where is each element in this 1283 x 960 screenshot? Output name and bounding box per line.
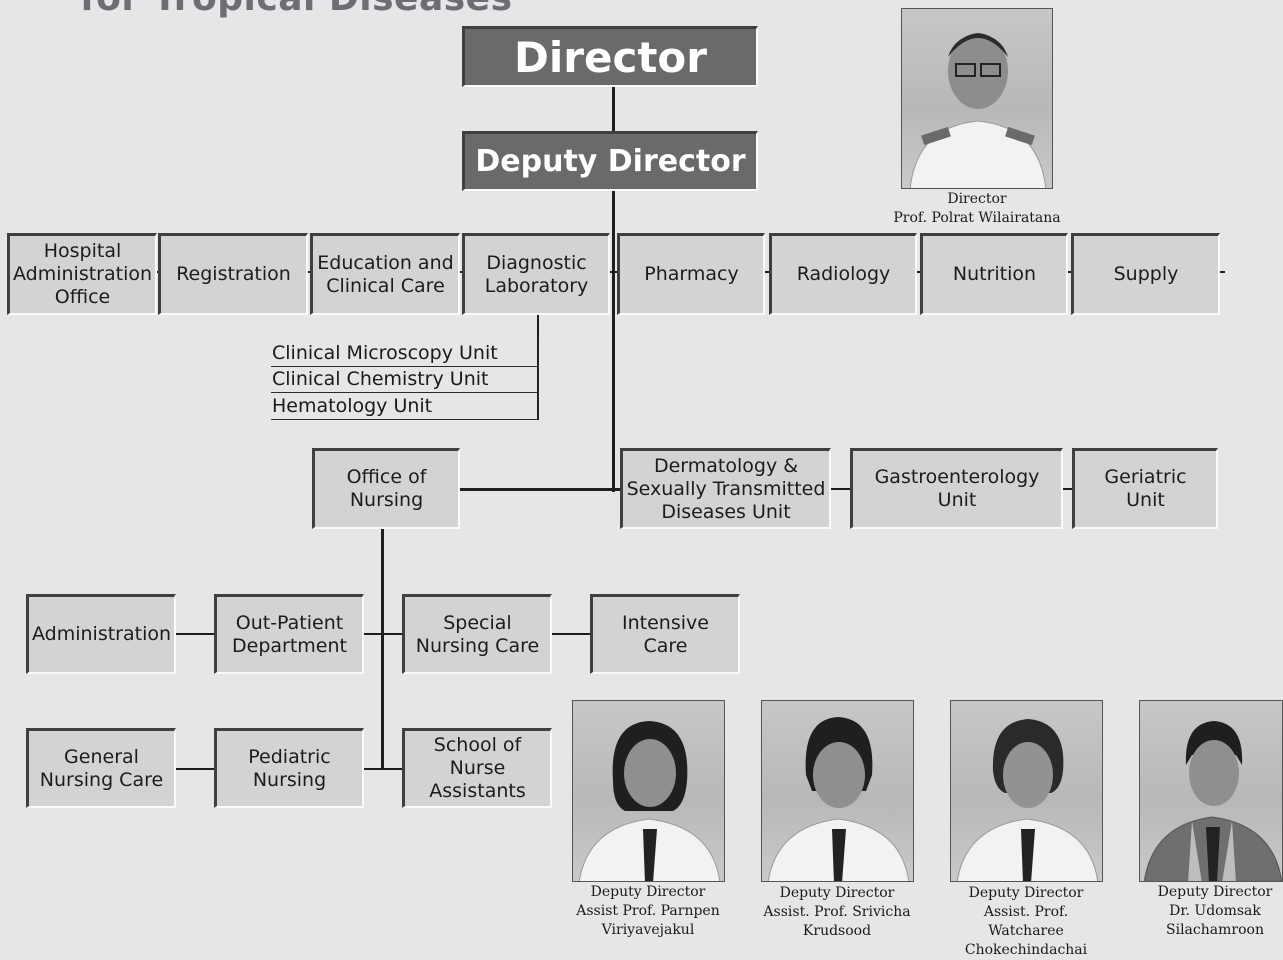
connector-nursing-trunk xyxy=(460,488,622,491)
director-label: Director xyxy=(514,32,707,82)
office-of-nursing-box: Office of Nursing xyxy=(312,448,460,529)
connector-director-deputy xyxy=(612,86,615,132)
deputy-photo-3 xyxy=(950,700,1103,882)
connector-row2-b xyxy=(364,768,404,770)
lab-unit-chemistry: Clinical Chemistry Unit xyxy=(271,367,539,393)
page-title: for Tropical Diseases xyxy=(80,0,513,19)
deputy-caption-2: Deputy Director Assist. Prof. Srivicha K… xyxy=(763,885,911,939)
connector-nursing-vertical xyxy=(381,528,384,770)
dept-label: Nutrition xyxy=(952,263,1037,285)
connector-row1-b xyxy=(364,633,404,635)
dept-supply: Supply xyxy=(1071,233,1220,315)
nursing-label: General Nursing Care xyxy=(39,745,164,791)
dept-education-clinical-care: Education and Clinical Care xyxy=(310,233,460,315)
deputy-caption-4: Deputy Director Dr. Udomsak Silachamroon xyxy=(1157,884,1273,938)
dept-label: Hospital Administration Office xyxy=(12,240,153,308)
dept-hospital-administration: Hospital Administration Office xyxy=(7,233,157,315)
dept-label: Education and Clinical Care xyxy=(317,251,454,297)
connector-row1-a xyxy=(176,633,216,635)
nursing-label: Out-Patient Department xyxy=(232,611,347,657)
dept-label: Supply xyxy=(1113,263,1179,285)
nursing-label: Pediatric Nursing xyxy=(248,745,331,791)
dept-pharmacy: Pharmacy xyxy=(617,233,765,315)
connector-row2-a xyxy=(176,768,216,770)
unit-label: Gastroenterology Unit xyxy=(874,466,1040,511)
person-silhouette-icon xyxy=(767,717,910,881)
connector-clinical-2 xyxy=(1062,488,1074,490)
director-photo xyxy=(901,8,1053,189)
deputy-caption-1: Deputy Director Assist Prof. Parnpen Vir… xyxy=(576,884,720,938)
nursing-general-care: General Nursing Care xyxy=(26,728,176,808)
nursing-out-patient: Out-Patient Department xyxy=(214,594,364,674)
deputy-director-label: Deputy Director xyxy=(475,144,746,179)
deputy-photo-4 xyxy=(1139,700,1283,882)
nursing-special-care: Special Nursing Care xyxy=(402,594,552,674)
person-silhouette-icon xyxy=(1143,721,1282,881)
director-box: Director xyxy=(462,26,758,87)
dept-label: Registration xyxy=(176,263,291,285)
person-silhouette-icon xyxy=(909,33,1047,188)
nursing-intensive-care: Intensive Care xyxy=(590,594,740,674)
person-silhouette-icon xyxy=(956,719,1099,881)
unit-label: Dermatology & Sexually Transmitted Disea… xyxy=(626,454,826,523)
office-of-nursing-label: Office of Nursing xyxy=(346,466,427,511)
dept-nutrition: Nutrition xyxy=(920,233,1068,315)
dept-label: Pharmacy xyxy=(644,263,739,285)
deputy-caption-3: Deputy Director Assist. Prof. Watcharee … xyxy=(964,885,1088,958)
connector-clinical-1 xyxy=(830,488,852,490)
dept-label: Diagnostic Laboratory xyxy=(484,251,589,297)
unit-label: Geriatric Unit xyxy=(1104,466,1187,511)
director-caption: Director Prof. Polrat Wilairatana xyxy=(893,191,1061,226)
deputy-photo-2 xyxy=(761,700,914,882)
lab-unit-hematology: Hematology Unit xyxy=(271,394,539,420)
nursing-school-assistants: School of Nurse Assistants xyxy=(402,728,552,808)
dept-label: Radiology xyxy=(796,263,891,285)
nursing-label: Special Nursing Care xyxy=(415,611,540,657)
deputy-photo-1 xyxy=(572,700,725,882)
dept-diagnostic-laboratory: Diagnostic Laboratory xyxy=(462,233,610,315)
connector-row1-c xyxy=(552,633,592,635)
nursing-label: Administration xyxy=(31,623,172,645)
nursing-administration: Administration xyxy=(26,594,176,674)
person-silhouette-icon xyxy=(578,721,721,881)
nursing-label: School of Nurse Assistants xyxy=(429,734,526,802)
unit-gastroenterology: Gastroenterology Unit xyxy=(850,448,1063,529)
unit-geriatric: Geriatric Unit xyxy=(1072,448,1218,529)
deputy-director-box: Deputy Director xyxy=(462,131,758,191)
nursing-label: Intensive Care xyxy=(622,611,709,657)
nursing-pediatric: Pediatric Nursing xyxy=(214,728,364,808)
dept-radiology: Radiology xyxy=(769,233,917,315)
connector-deputy-trunk xyxy=(612,190,615,492)
unit-dermatology-std: Dermatology & Sexually Transmitted Disea… xyxy=(620,448,831,529)
lab-unit-microscopy: Clinical Microscopy Unit xyxy=(271,341,539,367)
dept-registration: Registration xyxy=(158,233,308,315)
